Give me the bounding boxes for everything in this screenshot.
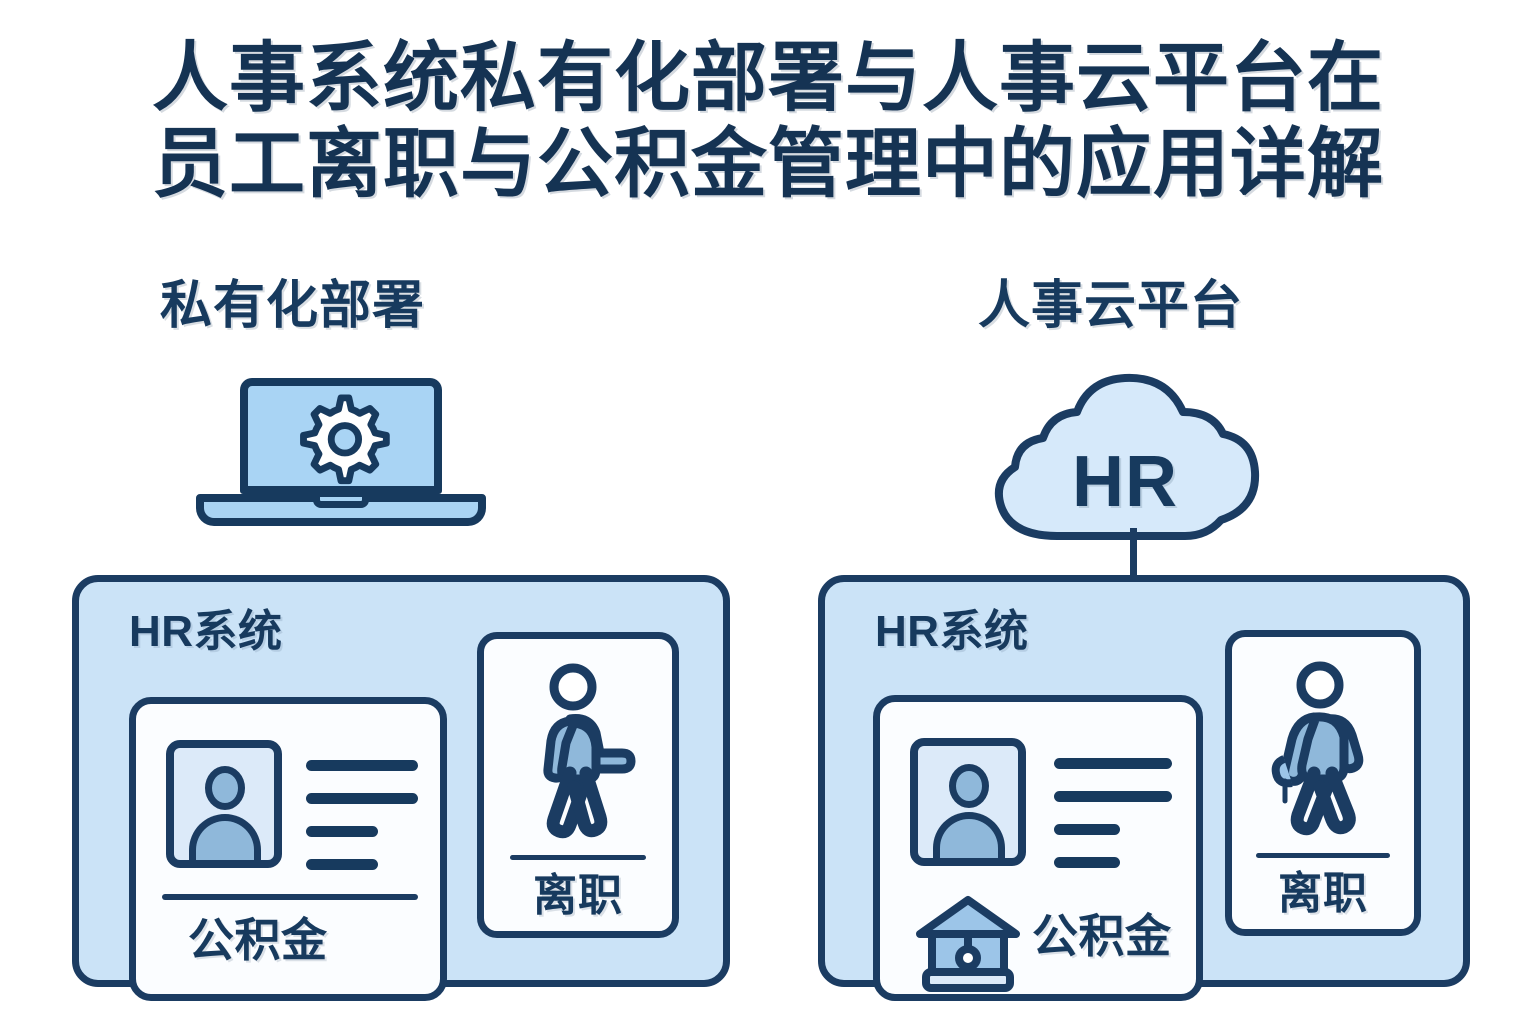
- column-header-hr-cloud: 人事云平台: [978, 277, 1244, 335]
- bank-building-icon: [912, 892, 1024, 1001]
- card-text-line: [1054, 758, 1172, 769]
- exit-card-left: 离职: [477, 632, 679, 938]
- card-text-line: [1054, 791, 1172, 802]
- person-avatar-icon: [166, 740, 282, 868]
- laptop-gear-icon: [196, 378, 486, 538]
- exit-card-right: 离职: [1225, 630, 1421, 936]
- exit-card-divider: [1256, 853, 1390, 858]
- exit-label-right: 离职: [1278, 869, 1368, 918]
- card-text-line: [306, 859, 378, 870]
- avatar-head: [205, 766, 245, 810]
- card-text-line: [306, 826, 378, 837]
- avatar-body: [933, 812, 1005, 858]
- panel-hr-cloud: HR系统 公积金: [818, 575, 1470, 1001]
- avatar-head: [949, 764, 989, 808]
- card-text-line: [306, 760, 418, 771]
- card-divider: [162, 894, 418, 900]
- person-avatar-icon: [910, 738, 1026, 866]
- avatar-body: [189, 814, 261, 860]
- exit-label-left: 离职: [533, 871, 623, 920]
- id-card-right: 公积金: [873, 695, 1203, 1001]
- column-header-on-premise: 私有化部署: [160, 277, 426, 335]
- panel-on-premise: HR系统 公积金: [72, 575, 730, 1001]
- card-text-line: [306, 793, 418, 804]
- cloud-panel-connector: [1130, 528, 1137, 578]
- laptop-notch: [313, 490, 369, 508]
- cloud-icon: HR: [985, 368, 1265, 580]
- title-line-2: 员工离职与公积金管理中的应用详解: [152, 122, 1384, 207]
- walking-person-icon: [1258, 659, 1394, 846]
- title-line-1: 人事系统私有化部署与人事云平台在: [152, 36, 1384, 121]
- panel-title-left: HR系统: [129, 607, 283, 656]
- fund-label-left: 公积金: [188, 914, 328, 966]
- panel-title-right: HR系统: [875, 607, 1029, 656]
- page-title: 人事系统私有化部署与人事云平台在 员工离职与公积金管理中的应用详解: [0, 36, 1536, 208]
- id-card-left: 公积金: [129, 697, 447, 1001]
- card-text-line: [1054, 857, 1120, 868]
- exit-card-divider: [510, 855, 646, 860]
- gear-icon: [292, 392, 390, 486]
- walking-person-icon: [518, 661, 646, 848]
- fund-label-right: 公积金: [1032, 910, 1172, 962]
- card-text-line: [1054, 824, 1120, 835]
